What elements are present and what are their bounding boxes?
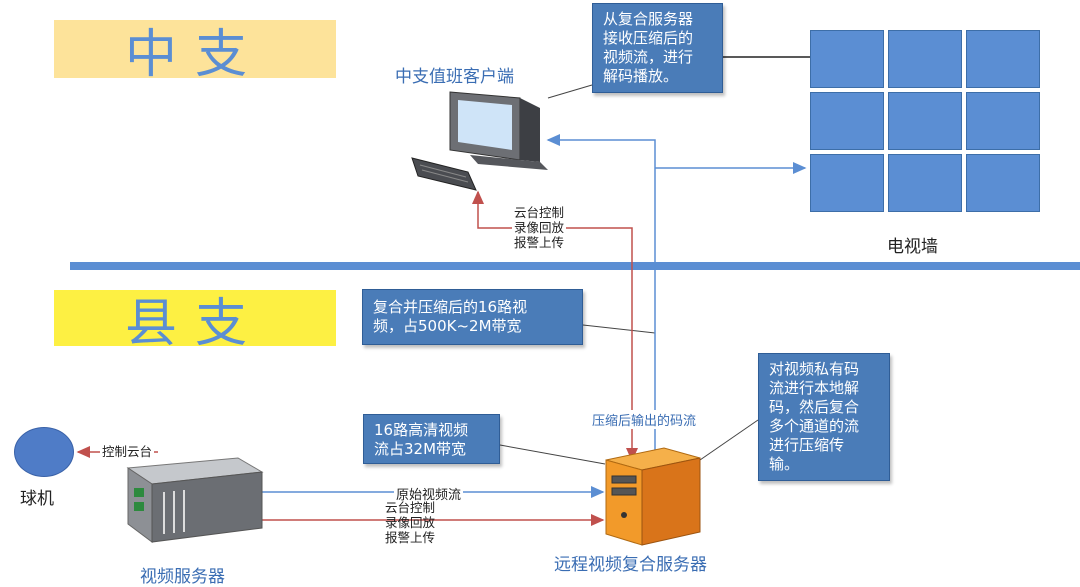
compressed-output-label: 压缩后输出的码流: [590, 410, 699, 429]
callout-server-line: 多个通道的流: [769, 417, 860, 435]
control-lower-line: 录像回放: [385, 515, 436, 530]
tv-screen: [810, 92, 884, 150]
callout-hd-line: 16路高清视频: [374, 421, 469, 439]
callout-compressed-stream: 复合并压缩后的16路视 频，占500K~2M带宽: [362, 289, 583, 345]
control-lower-line: 报警上传: [385, 530, 436, 545]
raw-video-label: 原始视频流: [394, 484, 464, 503]
tier-label-top: 中支: [54, 20, 336, 85]
control-upper-line: 云台控制: [514, 205, 565, 220]
callout-server-line: 进行压缩传: [769, 436, 845, 454]
leader-client-desc: [547, 84, 593, 99]
leader-hd: [499, 444, 606, 465]
tv-screen: [966, 154, 1040, 212]
tv-wall-label: 电视墙: [887, 237, 938, 257]
tv-screen: [888, 154, 962, 212]
callout-client-desc-line: 从复合服务器: [603, 10, 694, 28]
callout-hd-line: 流占32M带宽: [374, 440, 467, 458]
leader-compressed: [582, 324, 656, 334]
callout-client-desc-line: 视频流，进行: [603, 48, 694, 66]
tv-screen: [966, 92, 1040, 150]
tier-label-bottom: 县支: [54, 290, 336, 354]
control-upper-line: 录像回放: [514, 220, 565, 235]
control-upper-line: 报警上传: [514, 235, 565, 250]
tv-screen: [888, 30, 962, 88]
tv-screen: [810, 154, 884, 212]
tier-label-bottom-text: 县支: [124, 293, 265, 354]
callout-client-desc: 从复合服务器 接收压缩后的 视频流，进行 解码播放。: [592, 3, 723, 93]
tier-label-top-text: 中支: [124, 24, 265, 85]
control-lower-line: 云台控制: [385, 500, 436, 515]
callout-server-line: 输。: [769, 455, 800, 473]
callout-client-desc-line: 解码播放。: [603, 67, 679, 85]
tv-screen: [966, 30, 1040, 88]
callout-client-desc-line: 接收压缩后的: [603, 29, 694, 47]
remote-server-label: 远程视频复合服务器: [554, 555, 707, 575]
callout-server-desc: 对视频私有码 流进行本地解 码，然后复合 多个通道的流 进行压缩传 输。: [758, 353, 890, 481]
leader-server: [699, 419, 759, 461]
callout-server-line: 流进行本地解: [769, 379, 860, 397]
tv-screen: [888, 92, 962, 150]
tv-screen: [810, 30, 884, 88]
ptz-label: 控制云台: [100, 444, 155, 459]
callout-hd-stream: 16路高清视频 流占32M带宽: [363, 414, 500, 464]
control-upper-labels: 云台控制 录像回放 报警上传: [512, 205, 567, 250]
video-server-label: 视频服务器: [140, 567, 225, 587]
callout-compressed-line: 复合并压缩后的16路视: [373, 298, 528, 316]
callout-server-line: 码，然后复合: [769, 398, 860, 416]
flow-server-to-client: [546, 134, 656, 455]
dome-camera-icon: [14, 427, 74, 477]
callout-server-line: 对视频私有码: [769, 360, 860, 378]
dome-camera-label: 球机: [20, 489, 54, 509]
control-lower-labels: 云台控制 录像回放 报警上传: [385, 500, 435, 545]
client-label: 中支值班客户端: [395, 67, 514, 87]
callout-compressed-line: 频，占500K~2M带宽: [373, 317, 522, 335]
